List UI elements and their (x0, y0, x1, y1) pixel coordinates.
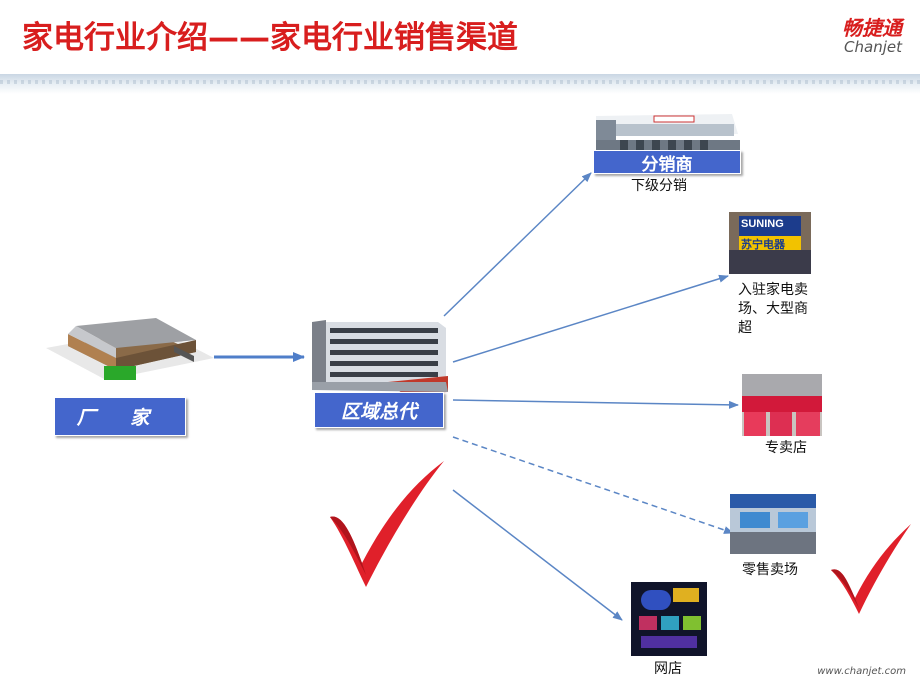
arrow-agent-to-online (452, 489, 623, 621)
header-divider (0, 74, 920, 94)
logo-chinese: 畅捷通 (842, 16, 902, 40)
arrow-agent-to-retail (452, 436, 734, 534)
regional-building (312, 320, 448, 394)
sub-distribution-label: 下级分销 (631, 178, 687, 194)
factory-illustration (46, 318, 214, 380)
mall-sign-chinese: 苏宁电器 (741, 238, 785, 251)
arrow-agent-to-mall (452, 274, 729, 363)
online-store-label: 网店 (654, 661, 682, 677)
page-title: 家电行业介绍——家电行业销售渠道 (22, 20, 518, 56)
appliance-mall-label: 入驻家电卖场、大型商超 (738, 282, 808, 336)
retail-photo (730, 494, 816, 554)
mall-photo: SUNING 苏宁电器 (729, 212, 811, 274)
mall-sign-text: SUNING (741, 218, 784, 230)
distributor-building (596, 114, 740, 150)
specialty-store-label: 专卖店 (765, 440, 807, 456)
retail-market-label: 零售卖场 (742, 562, 798, 578)
arrow-agent-to-distributor (443, 172, 592, 317)
logo-english: Chanjet (844, 38, 902, 56)
brand-logo: 畅捷通 Chanjet (842, 18, 902, 56)
factory-node: 厂 家 (54, 397, 186, 436)
footer-url: www.chanjet.com (817, 666, 906, 677)
regional-agent-node: 区域总代 (314, 392, 444, 428)
arrow-agent-to-store (452, 399, 739, 409)
store-photo (742, 374, 822, 436)
online-store-photo (631, 582, 707, 656)
check-mark-icon (330, 461, 444, 587)
distributor-node: 分销商 (593, 150, 741, 175)
check-mark-icon (831, 524, 911, 614)
